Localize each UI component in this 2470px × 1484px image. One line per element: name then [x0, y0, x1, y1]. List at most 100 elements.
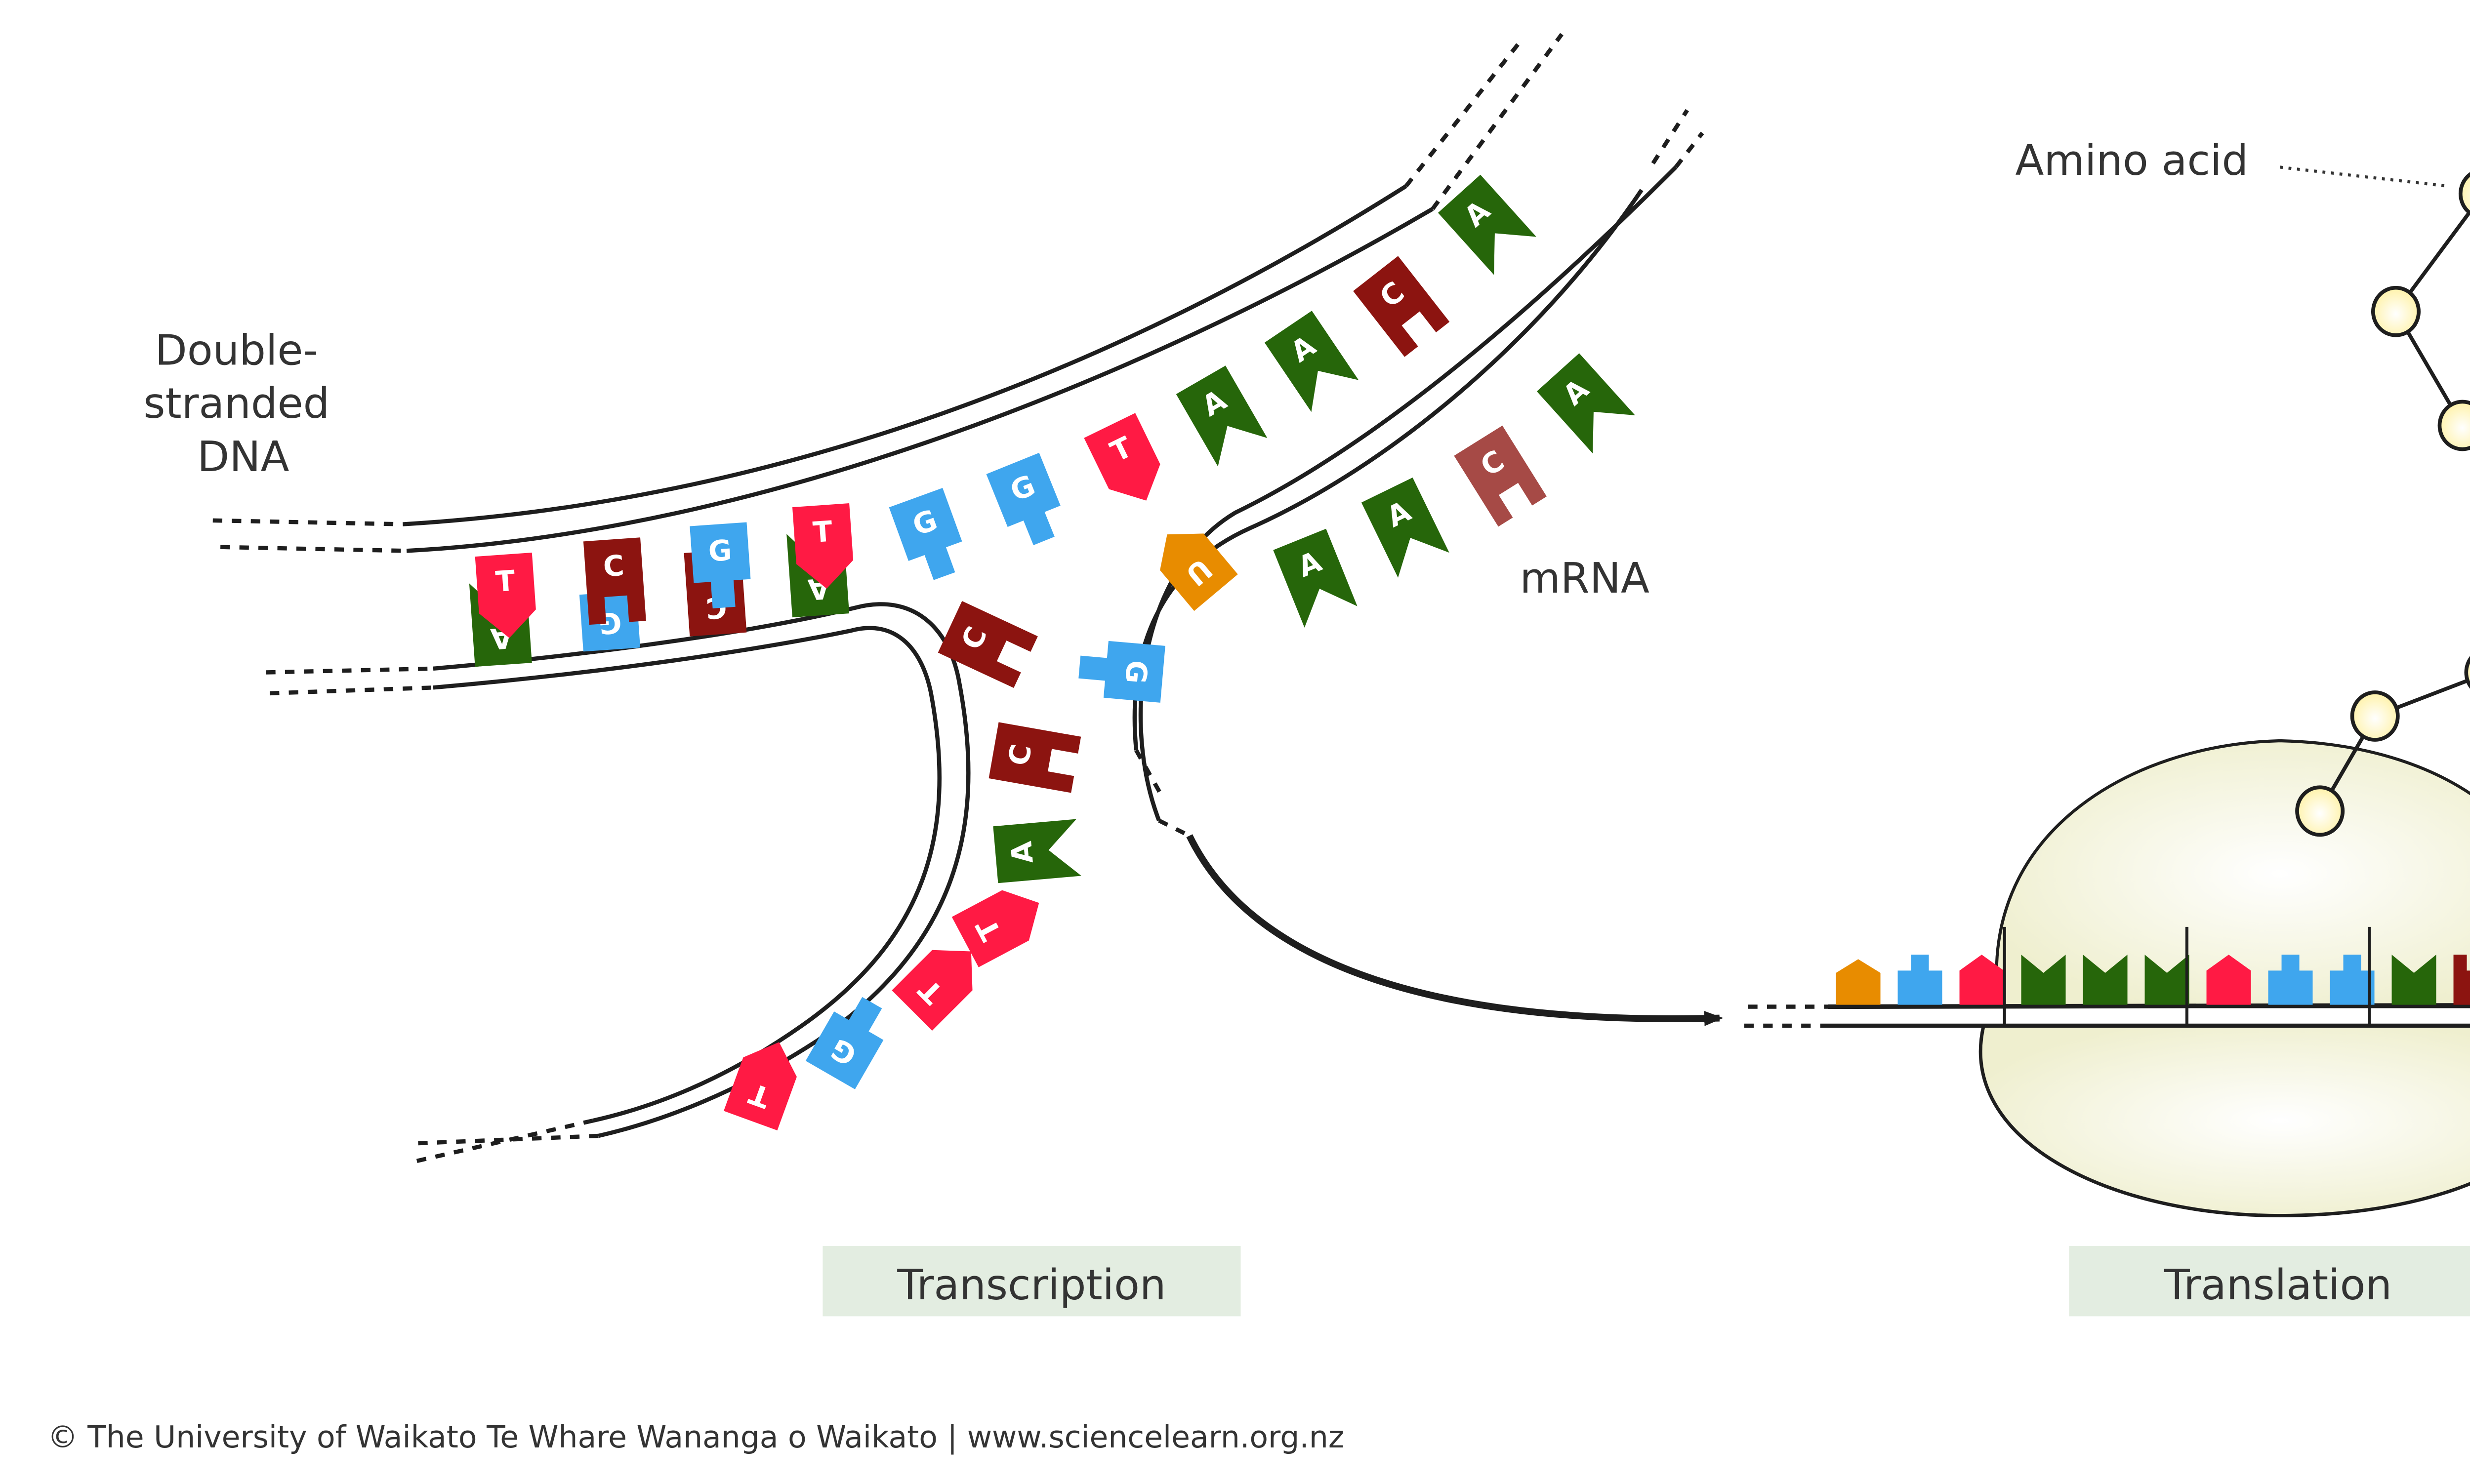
dna-label-line-1: Double-	[155, 325, 318, 374]
base-t: T	[475, 553, 536, 638]
base-shape	[1078, 641, 1165, 703]
base-letter: G	[707, 533, 733, 568]
base-shape	[889, 487, 962, 580]
base-pair: AT	[786, 503, 854, 618]
ribosome-base-t	[1959, 955, 2004, 1005]
ribosome-base-g	[2268, 955, 2313, 1005]
translation-label-box: Translation	[2069, 1246, 2470, 1317]
dna-label-line-2: stranded	[143, 379, 329, 428]
amino-acid	[2464, 656, 2470, 689]
base-shape	[1959, 955, 2004, 1005]
ribosome-mrna-bases	[1836, 955, 2470, 1005]
copyright-footer: © The University of Waikato Te Whare Wan…	[47, 1419, 1344, 1455]
base-shape	[988, 722, 1081, 793]
base-shape	[1353, 256, 1450, 357]
ribosome-base-a	[2391, 955, 2436, 1005]
base-shape	[993, 819, 1081, 883]
amino-acid	[2437, 400, 2470, 451]
transcription-label: Transcription	[897, 1260, 1166, 1309]
base-shape	[892, 950, 973, 1031]
base-shape	[938, 601, 1038, 688]
base-shape	[690, 522, 751, 608]
base-c: C	[1454, 425, 1547, 527]
ribosome	[1978, 739, 2470, 1218]
base-shape	[583, 537, 646, 625]
base-t: T	[1084, 413, 1160, 501]
ribosome-base-a	[2083, 955, 2128, 1005]
base-g: G	[690, 522, 751, 608]
base-shape	[1897, 955, 1942, 1005]
dna-template-strand	[266, 602, 971, 1164]
base-shape	[805, 997, 884, 1089]
paired-bases: ATGCCGAT	[469, 503, 854, 667]
protein-chain	[2295, 172, 2470, 837]
base-c: C	[988, 722, 1081, 793]
base-pair: GC	[579, 537, 646, 652]
codon-dividers	[2003, 926, 2371, 1026]
amino-acid-label: Amino acid	[2016, 136, 2249, 185]
base-pair: CG	[684, 522, 751, 637]
base-shape	[792, 503, 854, 589]
base-a: A	[1264, 311, 1359, 412]
base-shape	[951, 890, 1039, 967]
transcription-label-box: Transcription	[823, 1246, 1241, 1317]
base-shape	[2144, 955, 2189, 1005]
base-t: T	[951, 890, 1039, 967]
base-shape	[2391, 955, 2436, 1005]
base-shape	[724, 1042, 797, 1130]
base-letter: C	[602, 549, 625, 584]
base-shape	[579, 565, 641, 652]
amino-acid	[2295, 785, 2345, 837]
ribosome-base-c	[2453, 955, 2470, 1005]
base-shape	[1454, 425, 1547, 527]
mrna-strand	[1132, 109, 1704, 838]
base-shape	[2268, 955, 2313, 1005]
base-c: C	[583, 537, 646, 625]
base-shape	[2206, 955, 2251, 1005]
base-letter: T	[494, 563, 517, 599]
mrna-label: mRNA	[1520, 554, 1649, 602]
base-t: T	[892, 950, 973, 1031]
base-shape	[1361, 478, 1449, 578]
base-shape	[2021, 955, 2066, 1005]
base-letter: G	[1118, 659, 1154, 685]
base-g: G	[805, 997, 884, 1089]
base-shape	[986, 452, 1061, 546]
base-t: T	[724, 1042, 797, 1130]
amino-acid	[2458, 172, 2470, 216]
base-g: G	[986, 452, 1061, 546]
base-a: A	[1361, 478, 1449, 578]
dna-label: Double- stranded DNA	[143, 325, 343, 481]
base-a: A	[1176, 365, 1268, 467]
base-t: T	[792, 503, 854, 589]
ribosome-base-u	[1836, 959, 1881, 1005]
base-g: G	[1078, 641, 1165, 703]
ribosome-base-g	[2330, 955, 2375, 1005]
base-letter: A	[1004, 840, 1040, 865]
base-a: A	[1273, 528, 1358, 628]
base-shape	[2083, 955, 2128, 1005]
base-shape	[1536, 353, 1635, 454]
base-shape	[475, 553, 536, 638]
ribosome-base-t	[2206, 955, 2251, 1005]
dna-label-line-3: DNA	[197, 432, 289, 481]
base-shape	[1160, 533, 1238, 611]
base-shape	[1438, 174, 1536, 275]
base-a: A	[1536, 353, 1635, 454]
ribosome-base-g	[1897, 955, 1942, 1005]
base-shape	[1176, 365, 1268, 467]
dna-coding-strand	[212, 33, 1564, 553]
base-c: C	[1353, 256, 1450, 357]
base-c: C	[938, 601, 1038, 688]
base-letter: T	[812, 514, 834, 549]
base-shape	[1084, 413, 1160, 501]
mrna-travel-arrow	[1186, 834, 1724, 1026]
base-shape	[1273, 528, 1358, 628]
ribosome-mrna	[1744, 1003, 2470, 1028]
ribosome-base-a	[2021, 955, 2066, 1005]
